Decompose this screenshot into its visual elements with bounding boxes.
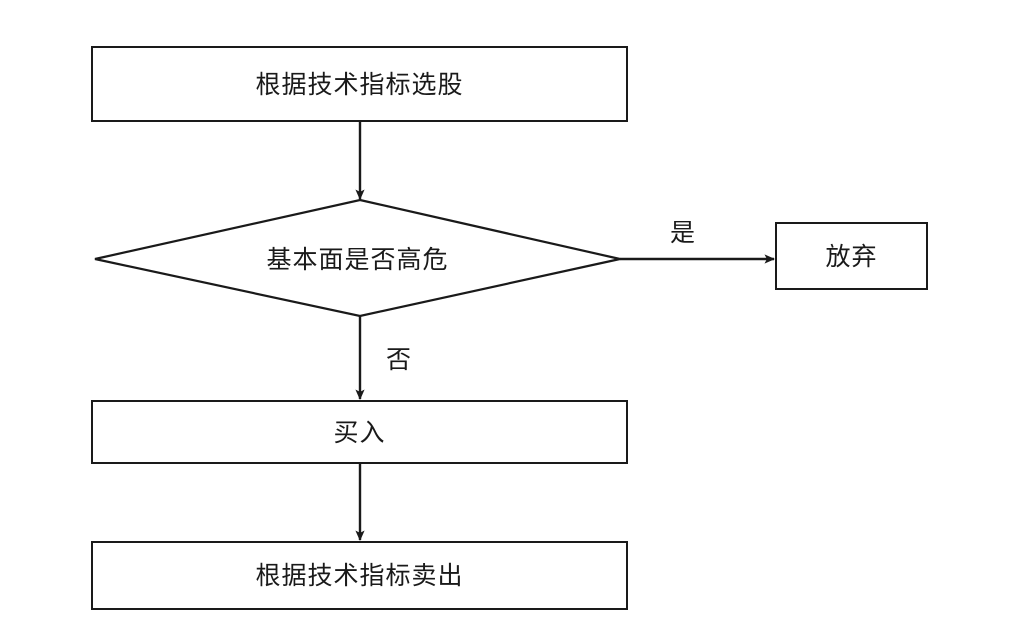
node-buy[interactable]: 买入 [91, 400, 628, 464]
node-sell[interactable]: 根据技术指标卖出 [91, 541, 628, 610]
node-abandon[interactable]: 放弃 [775, 222, 928, 290]
node-abandon-label: 放弃 [825, 241, 878, 271]
edge-label-yes: 是 [670, 218, 696, 247]
node-sell-label: 根据技术指标卖出 [255, 561, 464, 590]
node-risk-decision[interactable]: 基本面是否高危 [95, 200, 620, 316]
node-risk-decision-label: 基本面是否高危 [266, 245, 449, 274]
node-select-stocks-label: 根据技术指标选股 [255, 69, 464, 99]
edge-label-no: 否 [386, 345, 412, 374]
node-select-stocks[interactable]: 根据技术指标选股 [91, 46, 628, 122]
node-buy-label: 买入 [333, 417, 386, 447]
